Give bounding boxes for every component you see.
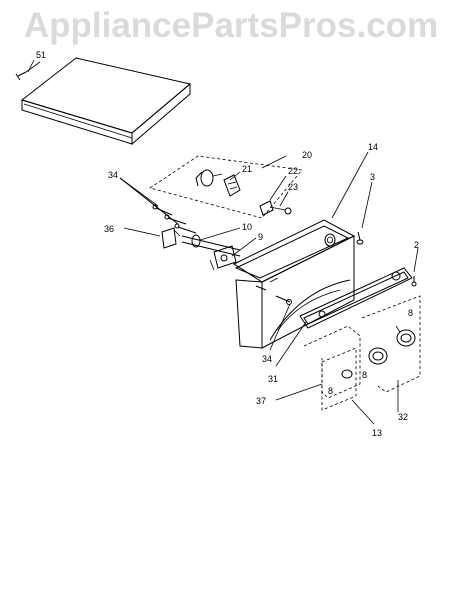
label-31: 31 <box>268 374 278 384</box>
label-21: 21 <box>242 164 252 174</box>
part-51-screw <box>15 61 41 81</box>
leader-lines <box>27 59 419 425</box>
knob-8-middle <box>368 347 388 365</box>
label-20: 20 <box>302 150 312 160</box>
part-10-shaft <box>181 234 241 257</box>
part-3-screw <box>356 231 364 245</box>
part-22 <box>223 174 241 197</box>
part-34-lower-screws <box>255 285 292 305</box>
part-9-assembly <box>209 245 237 271</box>
part-21 <box>195 169 223 187</box>
label-36: 36 <box>104 224 114 234</box>
label-34-upper: 34 <box>108 170 118 180</box>
watermark: AppliancePartsPros.com <box>23 6 439 45</box>
label-9: 9 <box>258 232 263 242</box>
part-36 <box>161 227 181 249</box>
part-14-console <box>232 219 356 349</box>
label-22: 22 <box>288 166 298 176</box>
label-10: 10 <box>242 222 252 232</box>
part-51-top-panel <box>20 57 192 146</box>
label-37: 37 <box>256 396 266 406</box>
label-34-lower: 34 <box>262 354 272 364</box>
label-32: 32 <box>398 412 408 422</box>
knob-8-right <box>395 325 416 347</box>
part-number-labels: 51 20 21 22 23 14 3 34 36 10 9 2 8 34 31… <box>36 50 419 438</box>
label-8-middle: 8 <box>362 370 367 380</box>
label-8-lower: 8 <box>328 386 333 396</box>
label-2: 2 <box>414 240 419 250</box>
label-8-right: 8 <box>408 308 413 318</box>
label-13: 13 <box>372 428 382 438</box>
group-32-dashed-box <box>361 295 421 393</box>
label-3: 3 <box>370 172 375 182</box>
part-31-panel <box>299 267 413 329</box>
knob-8-small <box>341 369 353 379</box>
group-37-dashed-box <box>321 347 357 411</box>
label-14: 14 <box>368 142 378 152</box>
part-2-screw <box>411 276 417 287</box>
label-51: 51 <box>36 50 46 60</box>
part-23 <box>259 200 292 216</box>
label-23: 23 <box>288 182 298 192</box>
